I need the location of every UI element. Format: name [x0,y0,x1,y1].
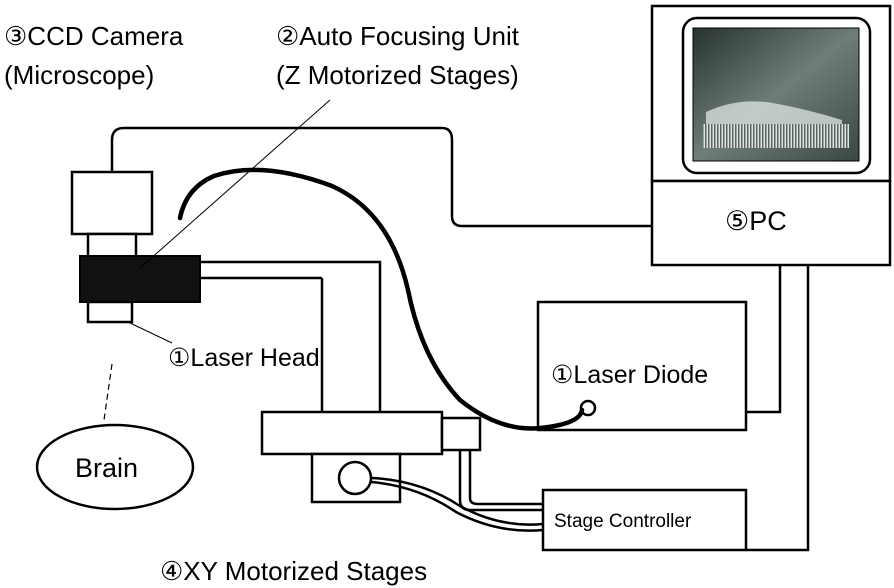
y-motor-cable-2 [370,480,544,532]
optical-fiber [177,167,585,431]
screen-image-highlight [706,101,842,124]
pc-laser-diode-cable [746,265,782,414]
laser-head-box [86,300,134,324]
y-motor-icon [337,460,373,496]
stand-arm [200,260,382,412]
ccd-camera-sublabel: (Microscope) [4,60,154,90]
monitor [650,4,892,183]
brain-label: Brain [75,453,138,483]
x-motor-box [440,416,482,452]
camera-mount [86,232,138,260]
stage-controller-label: Stage Controller [554,511,692,532]
laser-diode-box [536,300,748,432]
ccd-camera-label: ③CCD Camera [4,21,184,51]
pc-box [650,179,892,267]
x-motor-cable [458,450,543,512]
microscope-stand [200,260,382,412]
auto-focus-label: ②Auto Focusing Unit [276,21,520,51]
xy-stages-label: ④XY Motorized Stages [160,556,427,586]
camera-cable [110,126,652,228]
screen-ruler-strip [703,124,849,148]
laser-beam-line [103,363,113,421]
auto-focus-pointer [139,99,331,269]
y-motor-cable [370,476,544,526]
x-motor-cable-2 [468,450,543,506]
pc-label: ⑤PC [725,206,787,236]
pc-stage-controller-cable [746,265,810,552]
laser-head-pointer [127,321,173,344]
auto-focus-sublabel: (Z Motorized Stages) [276,60,519,90]
laser-diode-label: ①Laser Diode [551,361,708,389]
laser-head-label: ①Laser Head [168,344,320,372]
cables [110,126,810,552]
stage-controller-box [541,488,748,552]
xy-stage-plate [260,410,444,456]
auto-focusing-unit [79,255,201,303]
brain-ellipse [35,423,195,511]
ccd-camera-box [70,170,154,236]
